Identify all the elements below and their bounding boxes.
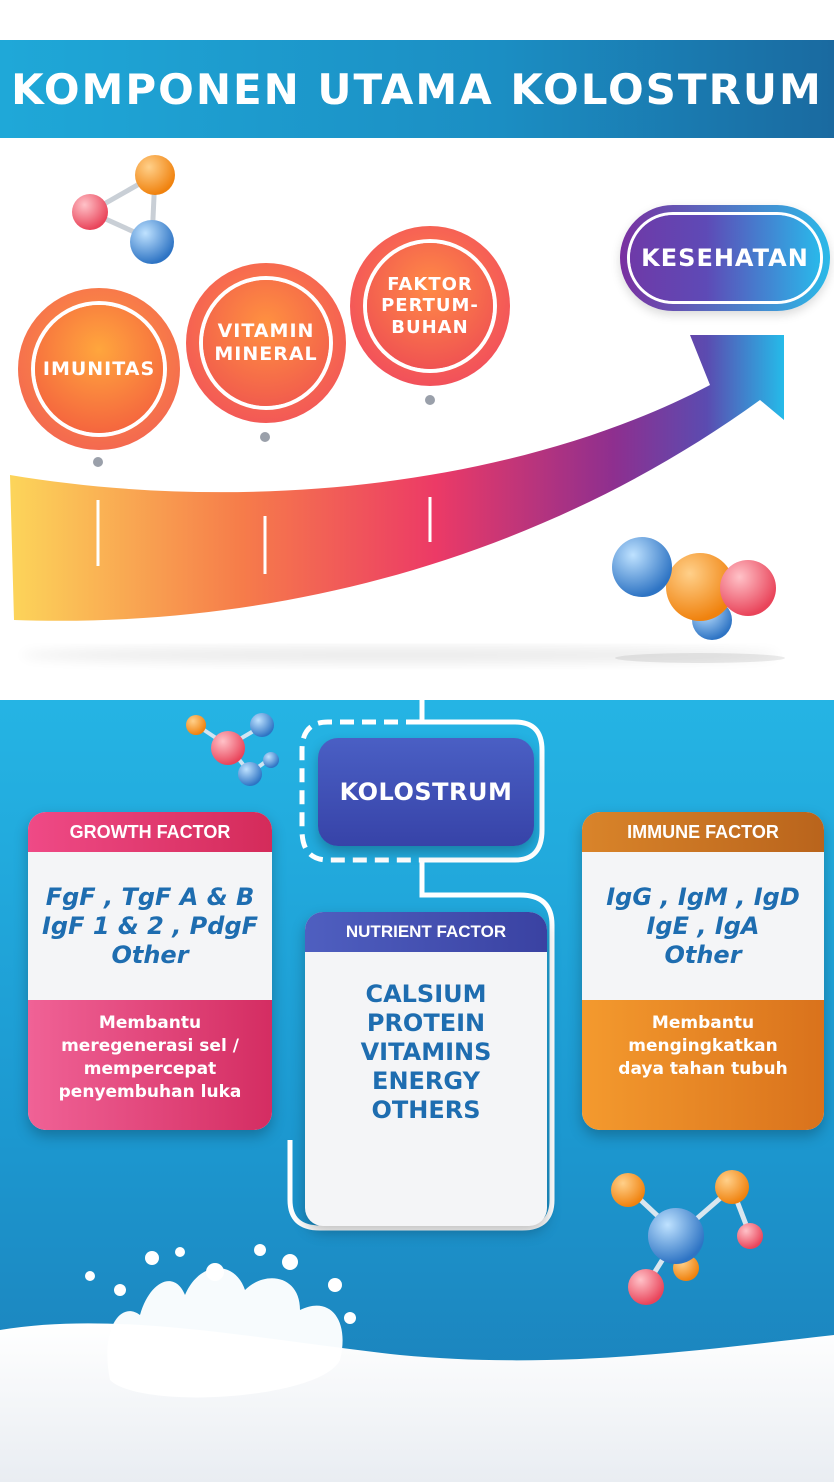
molecule-icon — [611, 1170, 763, 1305]
factor-line: Other — [111, 940, 189, 969]
factor-line: IgE , IgA — [646, 911, 760, 940]
milestone-vitamin-mineral: VITAMIN MINERAL — [186, 263, 346, 423]
milk-splash-icon — [0, 1244, 834, 1482]
center-node: KOLOSTRUM — [318, 738, 534, 846]
card-note: Membantu mengingkatkan daya tahan tubuh — [582, 1000, 824, 1130]
goal-label: KESEHATAN — [630, 215, 820, 301]
factor-line: Other — [664, 940, 742, 969]
title-banner — [0, 40, 834, 138]
connector-lines — [287, 700, 555, 1231]
milestone-dot — [93, 457, 103, 467]
note-line: daya tahan tubuh — [618, 1059, 788, 1079]
milestone-label: VITAMIN MINERAL — [203, 280, 329, 406]
milestone-label: IMUNITAS — [35, 305, 163, 433]
molecule-icon — [186, 713, 279, 786]
page-title: KOMPONEN UTAMA KOLOSTRUM — [11, 64, 823, 114]
nutrient-item: VITAMINS — [360, 1038, 492, 1066]
nutrient-item: CALSIUM — [365, 980, 487, 1008]
card-body: FgF , TgF A & B IgF 1 & 2 , PdgF Other — [28, 852, 272, 1000]
card-header: GROWTH FACTOR — [28, 812, 272, 852]
card-header: NUTRIENT FACTOR — [305, 912, 547, 952]
immune-factor-card: IMMUNE FACTOR IgG , IgM , IgD IgE , IgA … — [582, 812, 824, 1130]
card-note: Membantu meregenerasi sel / mempercepat … — [28, 1000, 272, 1130]
note-line: mempercepat — [83, 1059, 217, 1079]
milestone-dot — [425, 395, 435, 405]
note-line: mengingkatkan — [628, 1036, 778, 1056]
factor-line: FgF , TgF A & B — [45, 882, 255, 911]
card-body: CALSIUM PROTEIN VITAMINS ENERGY OTHERS — [305, 952, 547, 1125]
card-header: IMMUNE FACTOR — [582, 812, 824, 852]
milestone-label: FAKTOR PERTUM- BUHAN — [367, 243, 493, 369]
nutrient-item: PROTEIN — [366, 1009, 486, 1037]
center-label: KOLOSTRUM — [339, 778, 513, 806]
molecule-icon — [72, 155, 175, 264]
nutrient-item: ENERGY — [372, 1067, 480, 1095]
nutrient-item: OTHERS — [371, 1096, 481, 1124]
milestone-imunitas: IMUNITAS — [18, 288, 180, 450]
note-line: meregenerasi sel / — [61, 1036, 239, 1056]
note-line: Membantu — [98, 1013, 202, 1033]
goal-pill: KESEHATAN — [620, 205, 830, 311]
milestone-dot — [260, 432, 270, 442]
milestone-faktor-pertumbuhan: FAKTOR PERTUM- BUHAN — [350, 226, 510, 386]
note-line: penyembuhan luka — [58, 1082, 242, 1102]
growth-arrow — [10, 335, 784, 663]
note-line: Membantu — [651, 1013, 755, 1033]
nutrient-factor-card: NUTRIENT FACTOR CALSIUM PROTEIN VITAMINS… — [305, 912, 547, 1226]
growth-factor-card: GROWTH FACTOR FgF , TgF A & B IgF 1 & 2 … — [28, 812, 272, 1130]
factor-line: IgG , IgM , IgD — [606, 882, 800, 911]
card-body: IgG , IgM , IgD IgE , IgA Other — [582, 852, 824, 1000]
molecule-icon — [612, 537, 785, 663]
factor-line: IgF 1 & 2 , PdgF — [41, 911, 259, 940]
